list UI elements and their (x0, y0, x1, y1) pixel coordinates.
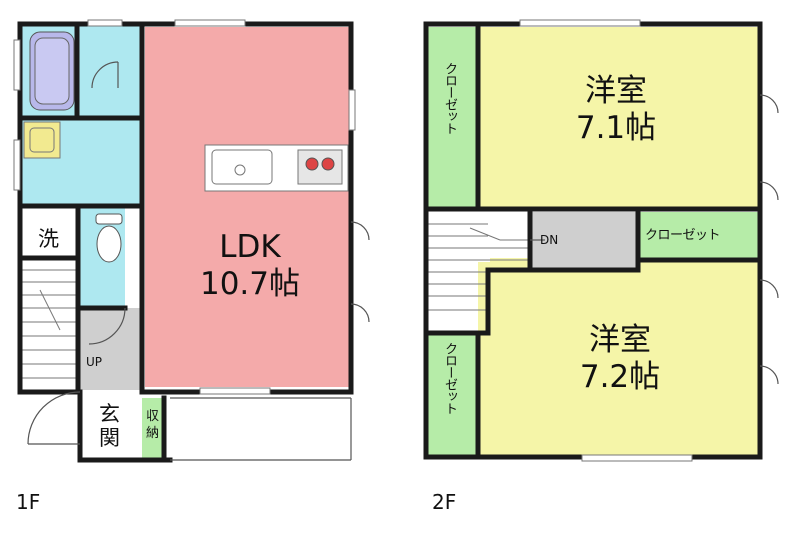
entrance-label: 玄 関 (99, 404, 120, 449)
closet-mid-right (640, 212, 758, 258)
hall-2f (530, 212, 638, 270)
storage-line1: 収 (146, 409, 160, 424)
floor2-label: 2F (432, 490, 457, 514)
entrance-line2: 関 (99, 426, 120, 450)
bathtub-inner (34, 37, 70, 105)
bedroom-top-size: 7.1帖 (575, 110, 657, 146)
stove-burner-right (321, 157, 335, 171)
bedroom-bottom-size: 7.2帖 (579, 359, 661, 395)
thin-lines-2f (530, 94, 779, 385)
windows-1f (13, 19, 356, 395)
entrance-line1: 玄 (99, 402, 120, 426)
stove (297, 149, 343, 185)
windows-2f (519, 19, 693, 462)
storage-line2: 納 (146, 426, 160, 441)
sink (23, 121, 61, 159)
washroom-label: 洗 (38, 227, 59, 251)
bedroom-top-label: 洋室 7.1帖 (546, 76, 686, 144)
ldk-size: 10.7帖 (199, 266, 301, 302)
stairs-2f (428, 223, 530, 311)
storage-area (142, 398, 164, 460)
floor2-plan (423, 19, 779, 462)
washroom-area (77, 24, 143, 116)
bedroom-top (478, 27, 758, 209)
kitchen-faucet (234, 164, 246, 176)
closet-top-left (428, 27, 476, 207)
bedroom-top-name: 洋室 (585, 73, 647, 109)
ldk-label: LDK 10.7帖 (180, 232, 320, 300)
bedroom-bottom-name: 洋室 (589, 322, 651, 358)
dn-label: DN (540, 233, 559, 247)
closet-bottom-left (428, 333, 476, 455)
stove-burner-left (305, 157, 319, 171)
storage-label: 収 納 (146, 410, 159, 440)
toilet-tank (95, 213, 123, 225)
sink-bowl (29, 127, 55, 153)
floor1-label: 1F (16, 490, 41, 514)
kitchen-sink (211, 149, 273, 185)
hall-area (80, 308, 142, 390)
floor1-plan (13, 19, 370, 463)
ldk-room (145, 27, 351, 387)
stairs-1f (20, 269, 78, 379)
bedroom-bottom-label: 洋室 7.2帖 (550, 325, 690, 393)
thin-lines-1f (27, 61, 370, 461)
ldk-name: LDK (219, 229, 281, 265)
closet-top-left-label: クローゼット (442, 62, 457, 134)
up-label: UP (86, 355, 103, 369)
closet-bottom-left-label: クローゼット (442, 342, 457, 414)
closet-mid-right-label: クローゼット (645, 228, 721, 243)
toilet-bowl (96, 225, 122, 263)
